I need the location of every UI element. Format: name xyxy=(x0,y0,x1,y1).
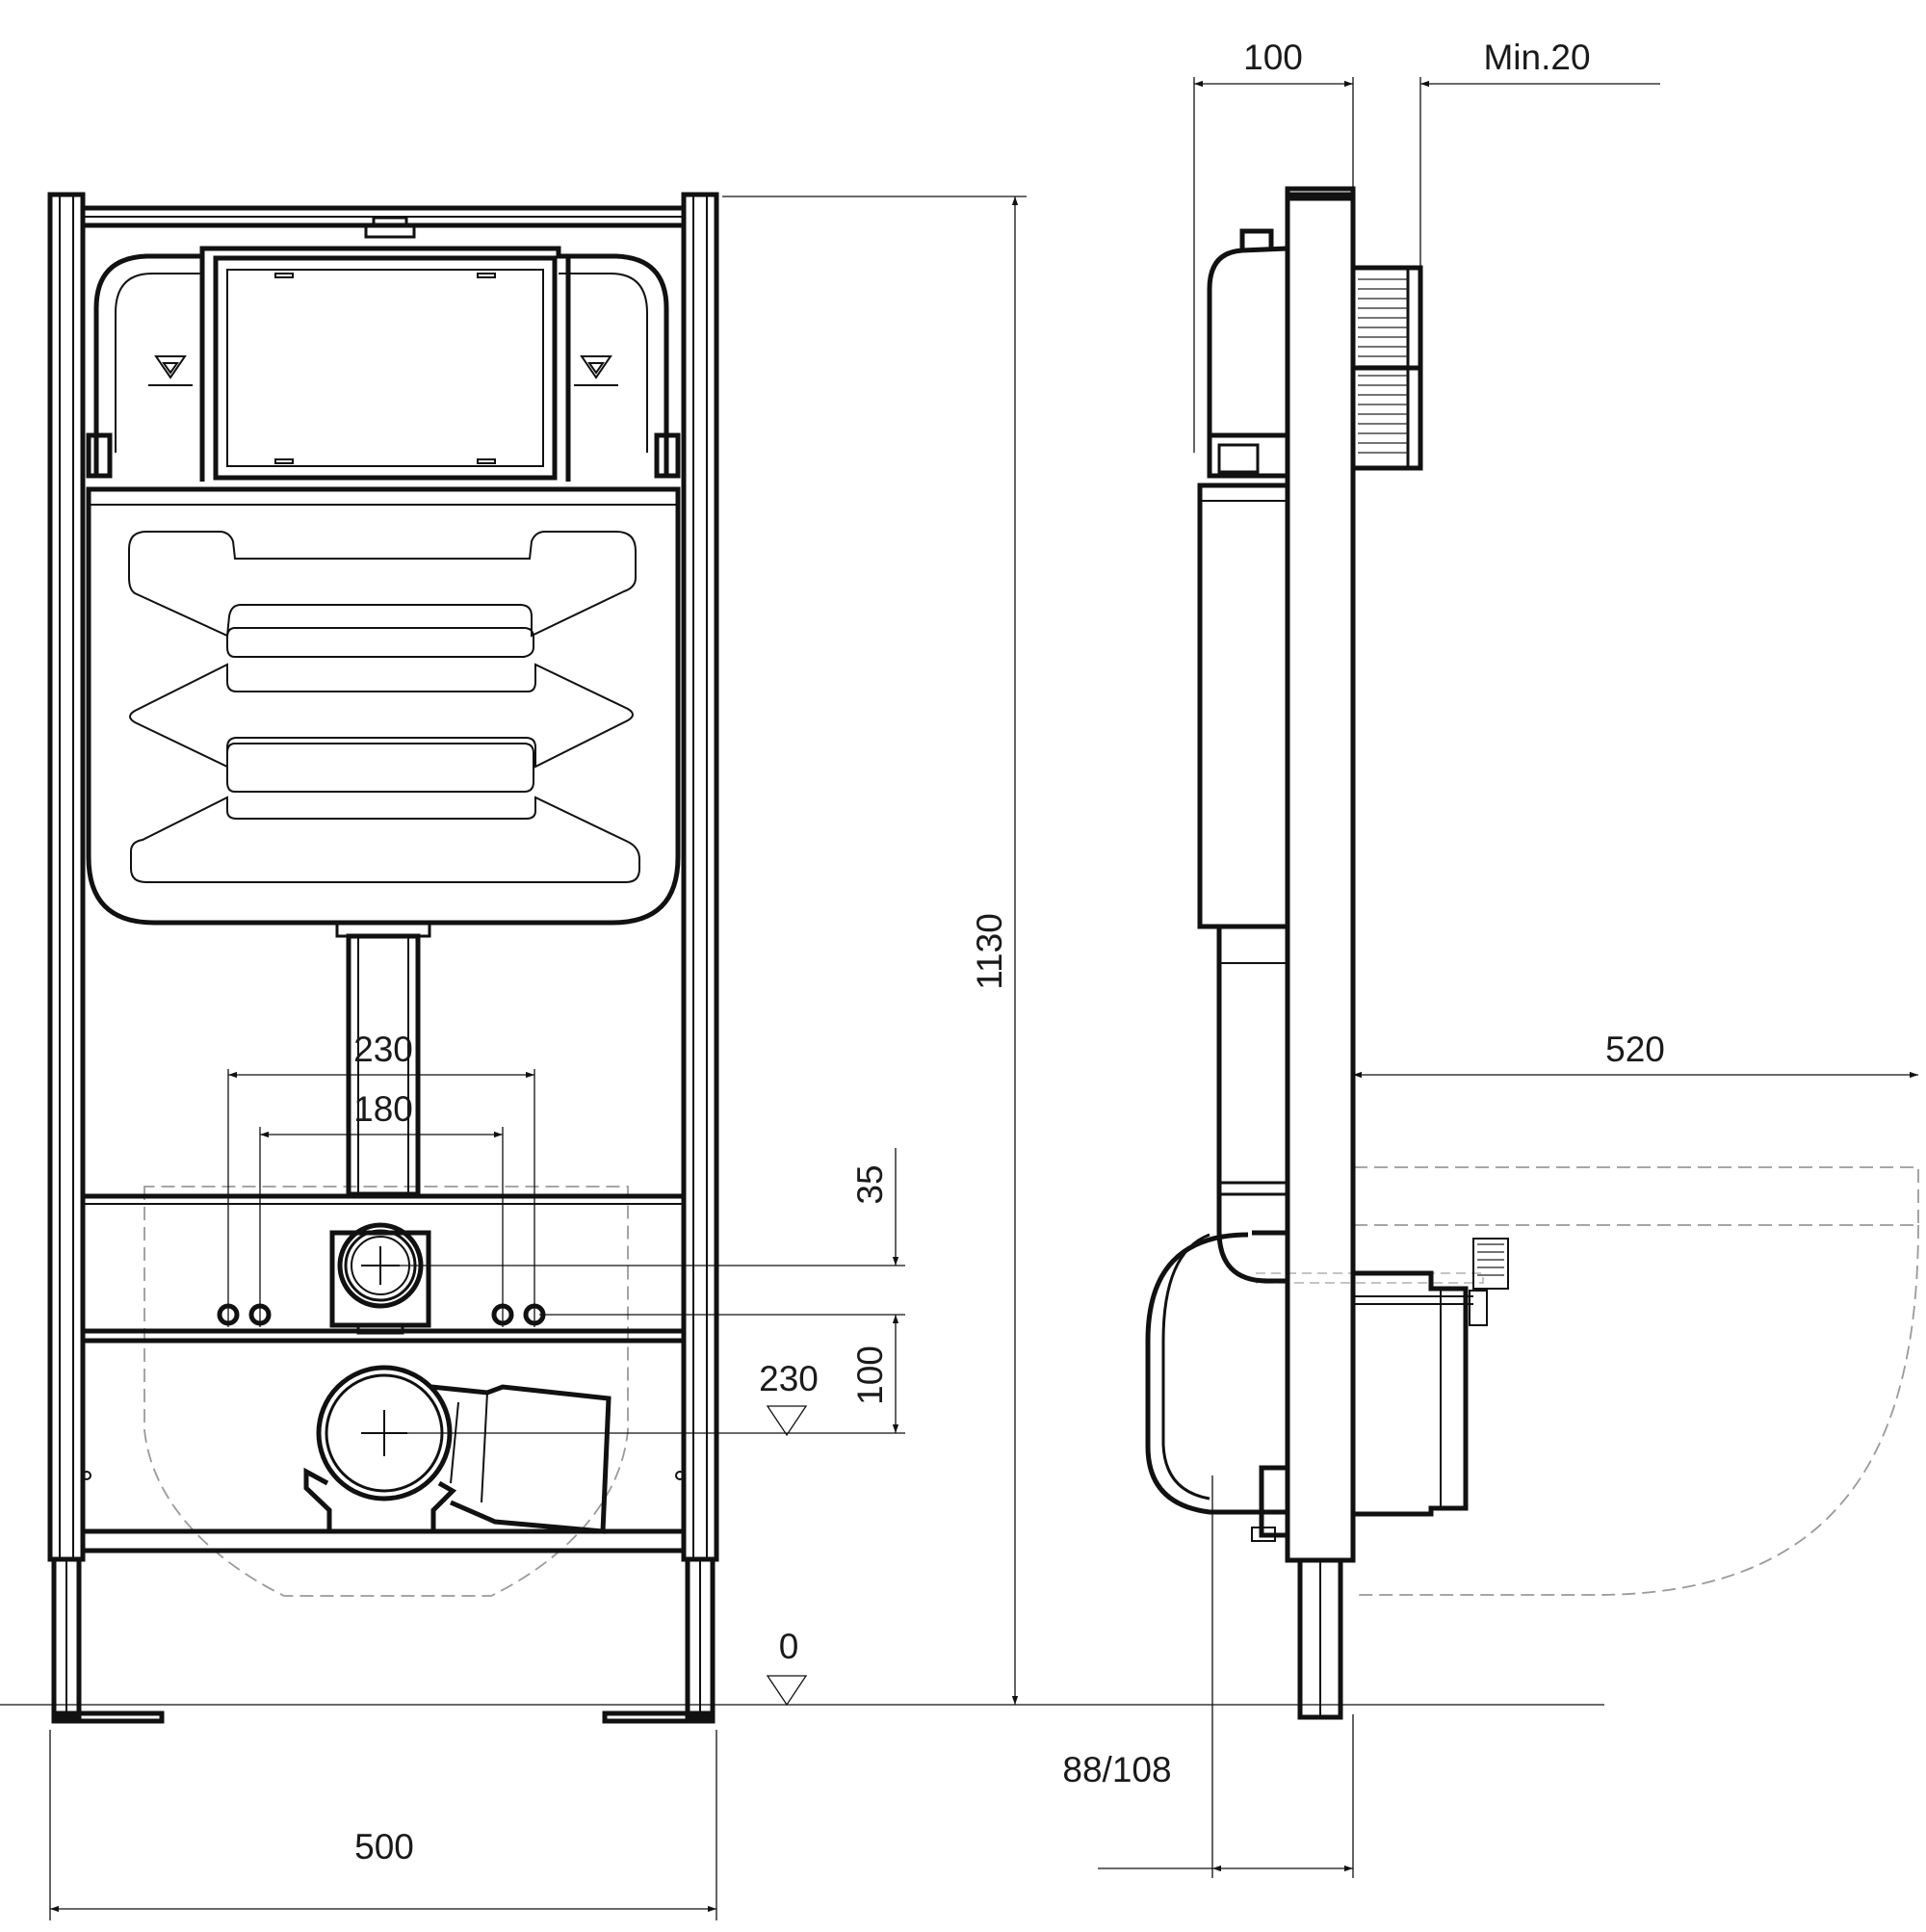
dim-label-100-depth: 100 xyxy=(1243,38,1303,77)
side-view xyxy=(1145,186,1919,1720)
thread-fitting xyxy=(1350,265,1423,471)
dim-label-500: 500 xyxy=(354,1827,414,1867)
dim-label-min20: Min.20 xyxy=(1483,38,1590,77)
dim-label-88-108: 88/108 xyxy=(1062,1750,1171,1789)
left-upright xyxy=(47,192,165,1724)
cistern-tank xyxy=(86,486,681,926)
supply-pipes xyxy=(1353,1238,1509,1326)
ghost-toilet-bowl xyxy=(143,1186,629,1597)
mounting-plate xyxy=(83,1193,684,1344)
dim-label-100-inlet: 100 xyxy=(850,1345,890,1405)
ghost-toilet-side xyxy=(1354,1166,1919,1226)
dim-label-180: 180 xyxy=(353,1089,413,1129)
dim-label-0-level: 0 xyxy=(779,1627,799,1666)
cistern-side xyxy=(1197,228,1290,1284)
dim-label-520: 520 xyxy=(1605,1030,1665,1069)
side-upright xyxy=(1285,186,1356,1720)
dim-label-35: 35 xyxy=(850,1164,890,1204)
dim-label-1130: 1130 xyxy=(970,913,1009,990)
drain-elbow-front xyxy=(82,1365,685,1553)
dimension-lines xyxy=(0,77,1918,1920)
dim-label-230-level: 230 xyxy=(759,1359,819,1398)
flush-plate xyxy=(213,255,558,481)
front-view xyxy=(47,192,719,1724)
drain-elbow-side xyxy=(1145,1230,1469,1542)
right-upright xyxy=(602,192,719,1724)
cistern-upper xyxy=(86,246,681,482)
dim-label-230-bolts: 230 xyxy=(353,1030,413,1069)
